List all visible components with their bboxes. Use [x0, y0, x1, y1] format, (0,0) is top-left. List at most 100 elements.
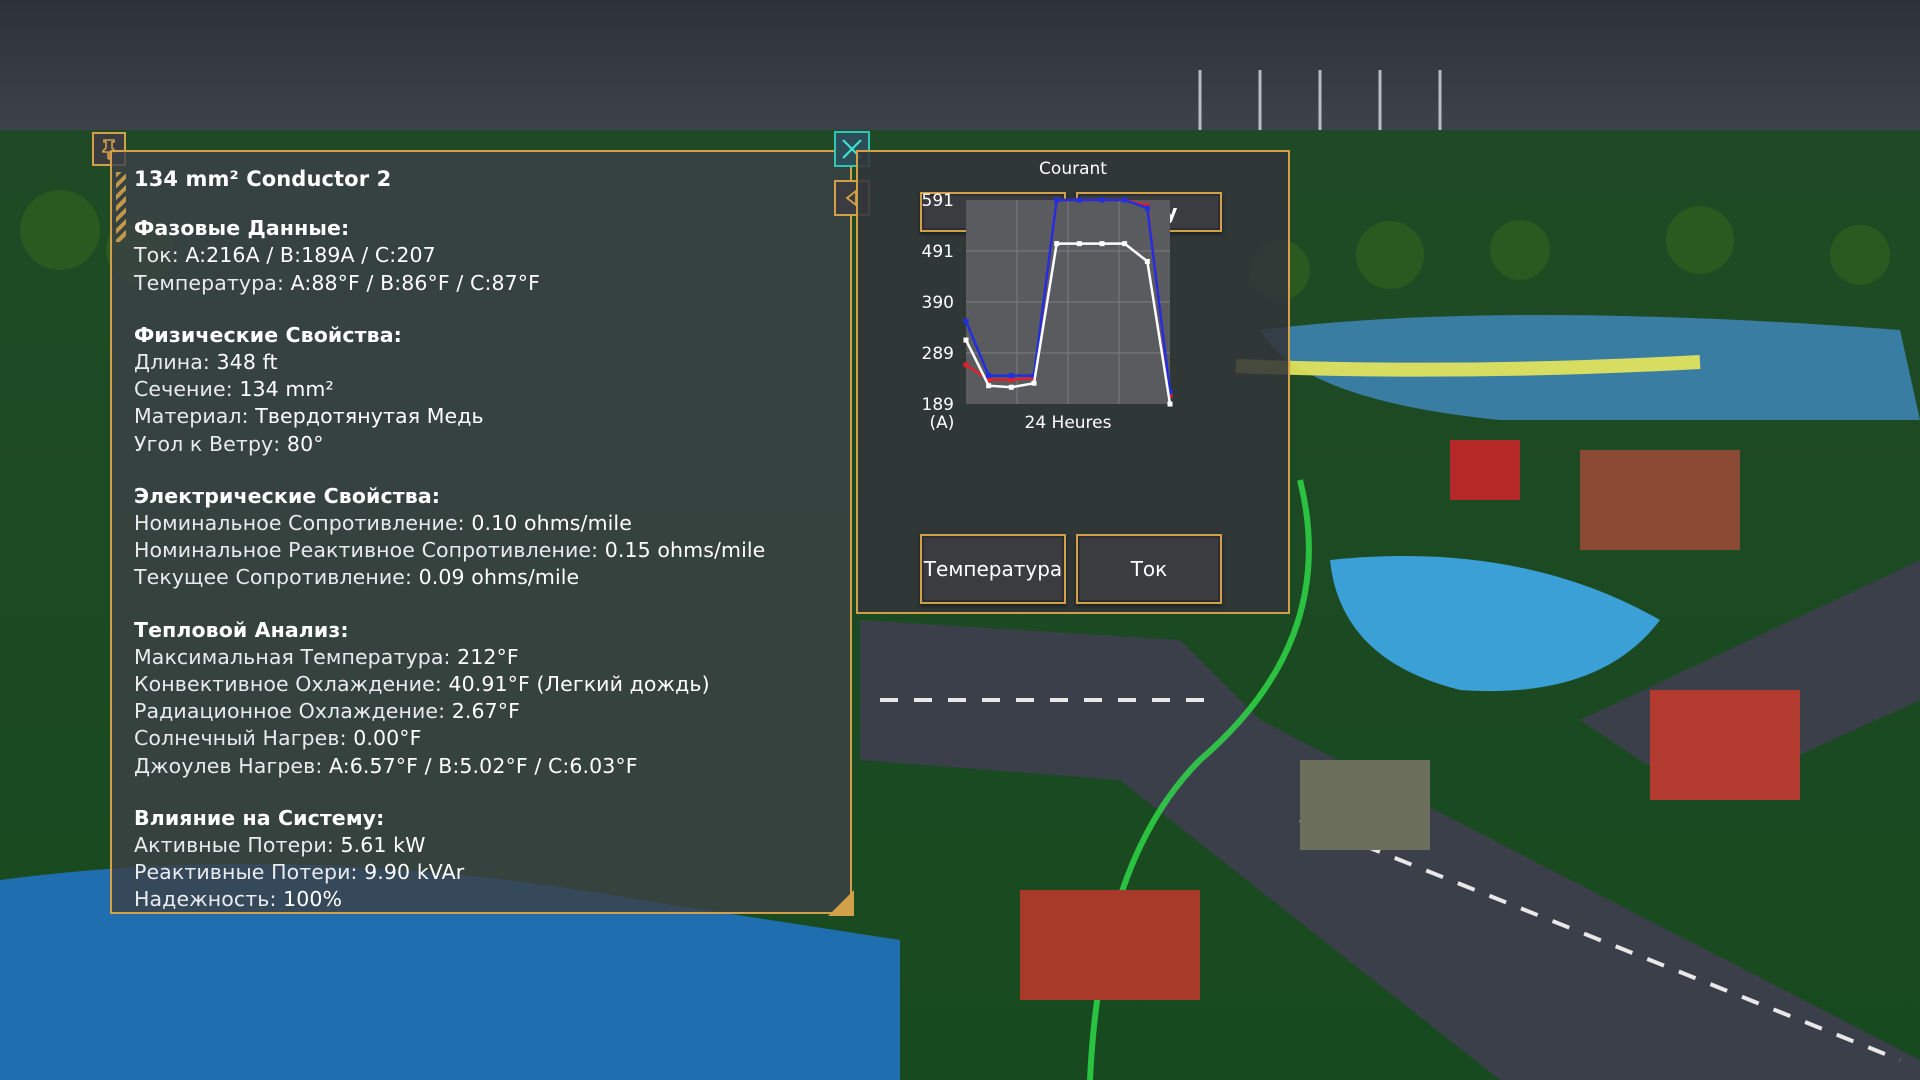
- row-key: Надежность:: [134, 887, 284, 912]
- series-point-A: [1008, 377, 1014, 383]
- y-axis-unit-label: (A): [930, 413, 955, 433]
- pond: [1330, 556, 1660, 692]
- section-system-impact: Влияние на Систему: Активные Потери: 5.6…: [134, 805, 840, 914]
- section-electrical-properties: Электрические Свойства: Номинальное Сопр…: [134, 483, 840, 592]
- row-key: Текущее Сопротивление:: [134, 565, 419, 590]
- series-point-B: [1099, 197, 1105, 203]
- joule-heating-row: Джоулев Нагрев: A:6.57°F / B:5.02°F / C:…: [134, 753, 840, 780]
- series-point-C: [1031, 380, 1037, 386]
- reactive-losses-row: Реактивные Потери: 9.90 kVAr: [134, 859, 840, 886]
- series-point-B: [1167, 389, 1173, 395]
- row-key: Материал:: [134, 404, 256, 429]
- row-value: A:216A / B:189A / C:207: [185, 243, 436, 268]
- row-key: Активные Потери:: [134, 833, 341, 858]
- chart-title: Courant: [1039, 159, 1107, 179]
- chart-series: [963, 197, 1173, 407]
- row-value: 0.00°F: [353, 726, 422, 751]
- sea: [0, 864, 900, 1080]
- series-point-C: [1144, 258, 1150, 264]
- row-key: Угол к Ветру:: [134, 431, 287, 456]
- row-value: 2.67°F: [451, 699, 521, 724]
- y-tick-label: 591: [922, 191, 954, 211]
- conductor-title: 134 mm² Conductor 2: [134, 167, 392, 191]
- series-point-B: [963, 318, 969, 324]
- y-tick-label: 390: [922, 293, 954, 313]
- row-key: Солнечный Нагрев:: [134, 726, 354, 751]
- series-point-C: [1076, 241, 1082, 247]
- section-phase-data: Фазовые Данные: Ток: A:216A / B:189A / C…: [134, 215, 840, 297]
- sky: [0, 0, 1920, 140]
- section-title: Электрические Свойства:: [134, 483, 441, 508]
- x-axis-label: 24 Heures: [1025, 413, 1112, 433]
- y-tick-label: 189: [922, 395, 954, 415]
- series-point-A: [1144, 203, 1150, 209]
- row-key: Температура:: [134, 270, 291, 295]
- panel-stripe-decoration: [116, 172, 126, 242]
- chart-grid: [966, 200, 1170, 404]
- row-value: 5.61 kW: [340, 833, 426, 858]
- house-4: [1300, 760, 1430, 850]
- series-point-C: [1167, 401, 1173, 407]
- wind-angle-row: Угол к Ветру: 80°: [134, 431, 840, 458]
- temperature-tab-button[interactable]: Температура: [920, 534, 1066, 604]
- y-tick-label: 289: [922, 344, 954, 364]
- series-point-A: [1167, 392, 1173, 398]
- phase-temperature-row: Температура: A:88°F / B:86°F / C:87°F: [134, 270, 840, 297]
- section-title: Физические Свойства:: [134, 322, 402, 347]
- series-point-A: [986, 377, 992, 383]
- cross-section-row: Сечение: 134 mm²: [134, 376, 840, 403]
- series-point-C: [1099, 241, 1105, 247]
- series-point-A: [963, 362, 969, 368]
- series-point-B: [1122, 197, 1128, 203]
- row-value: 348 ft: [216, 350, 278, 375]
- y-tick-label: 491: [922, 242, 954, 262]
- series-line-C: [964, 242, 1172, 405]
- active-losses-row: Активные Потери: 5.61 kW: [134, 832, 840, 859]
- phase-current-row: Ток: A:216A / B:189A / C:207: [134, 242, 840, 269]
- section-thermal-analysis: Тепловой Анализ: Максимальная Температур…: [134, 617, 840, 780]
- house-2: [1650, 690, 1800, 800]
- series-point-C: [986, 383, 992, 389]
- panel-resize-corner[interactable]: [828, 890, 854, 916]
- series-point-C: [1122, 241, 1128, 247]
- series-line-B: [964, 198, 1172, 392]
- y-tick-labels: 591 491 390 289 189: [922, 191, 954, 415]
- row-value: 100%: [283, 887, 343, 912]
- convective-cooling-row: Конвективное Охлаждение: 40.91°F (Легкий…: [134, 671, 840, 698]
- current-tab-button[interactable]: Ток: [1076, 534, 1222, 604]
- row-key: Джоулев Нагрев:: [134, 753, 329, 778]
- row-value: 80°: [286, 431, 324, 456]
- row-value: 0.09 ohms/mile: [418, 565, 580, 590]
- current-line-chart: 591 491 390 289 189 (A) 24 Heures: [922, 191, 1173, 433]
- wind-turbines: [1198, 70, 1442, 130]
- row-key: Радиационное Охлаждение:: [134, 699, 452, 724]
- section-physical-properties: Физические Свойства: Длина: 348 ft Сечен…: [134, 322, 840, 458]
- row-value: Твердотянутая Медь: [255, 404, 484, 429]
- row-key: Реактивные Потери:: [134, 860, 365, 885]
- series-point-C: [963, 337, 969, 343]
- series-point-B: [1076, 197, 1082, 203]
- max-temperature-row: Максимальная Температура: 212°F: [134, 644, 840, 671]
- power-line: [1235, 355, 1701, 377]
- factory: [1580, 450, 1740, 550]
- row-value: 0.15 ohms/mile: [604, 538, 766, 563]
- series-point-B: [1144, 205, 1150, 211]
- series-point-C: [1054, 241, 1060, 247]
- solar-heating-row: Солнечный Нагрев: 0.00°F: [134, 725, 840, 752]
- house-red: [1450, 440, 1520, 500]
- series-point-C: [1008, 384, 1014, 390]
- pin-icon: [102, 139, 116, 160]
- row-key: Номинальное Реактивное Сопротивление:: [134, 538, 605, 563]
- current-resistance-row: Текущее Сопротивление: 0.09 ohms/mile: [134, 564, 840, 591]
- material-row: Материал: Твердотянутая Медь: [134, 403, 840, 430]
- row-key: Ток:: [134, 243, 186, 268]
- row-key: Сечение:: [134, 377, 240, 402]
- nominal-reactance-row: Номинальное Реактивное Сопротивление: 0.…: [134, 537, 840, 564]
- radiative-cooling-row: Радиационное Охлаждение: 2.67°F: [134, 698, 840, 725]
- row-key: Конвективное Охлаждение:: [134, 672, 449, 697]
- conductor-info-panel: 134 mm² Conductor 2 Фазовые Данные: Ток:…: [110, 150, 854, 916]
- row-value: 0.10 ohms/mile: [471, 511, 632, 536]
- nominal-resistance-row: Номинальное Сопротивление: 0.10 ohms/mil…: [134, 510, 840, 537]
- row-key: Длина:: [134, 350, 217, 375]
